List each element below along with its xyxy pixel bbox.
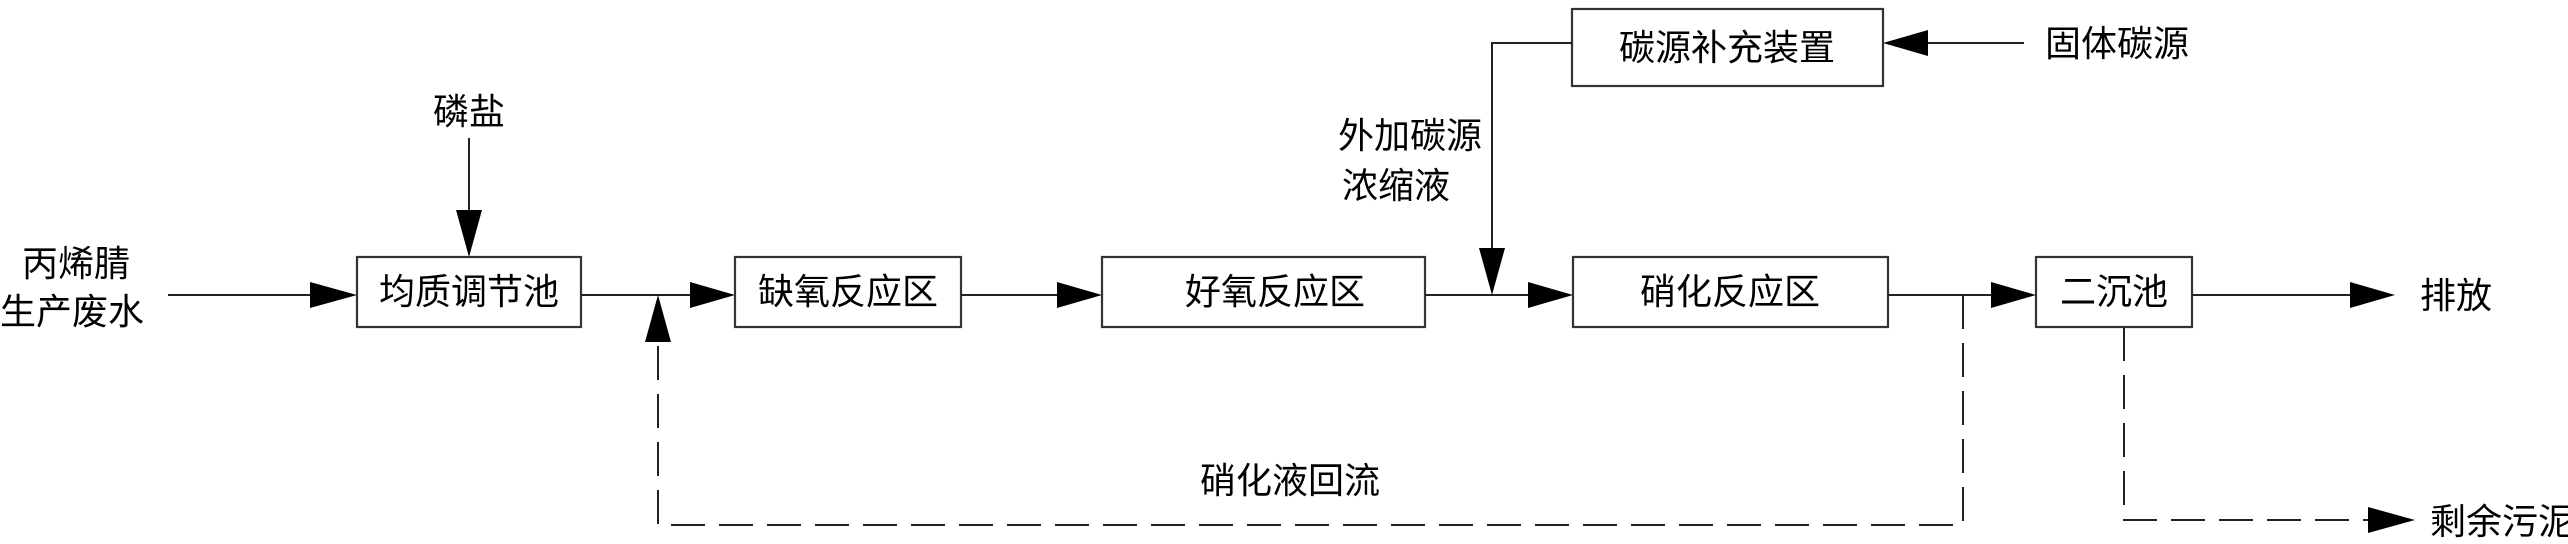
nitrification-zone-label: 硝化反应区 [1640,272,1820,313]
excess-sludge-line [2123,327,2415,533]
nitrification-zone-box: 硝化反应区 [1571,255,1890,329]
aerobic-zone-box: 好氧反应区 [1100,255,1427,329]
discharge-label: 排放 [2420,276,2492,317]
anoxic-zone-box: 缺氧反应区 [733,255,963,329]
carbon-supplement-device-box: 碳源补充装置 [1570,7,1885,88]
influent-label-line2: 生产废水 [0,292,144,333]
discharge-arrow [2192,282,2395,308]
influent-label-line1: 丙烯腈 [22,244,130,285]
phosphate-arrow [456,138,482,257]
solid-carbon-arrow [1883,30,2024,56]
external-carbon-arrow [1479,42,1572,295]
external-carbon-label-line2: 浓缩液 [1342,166,1450,207]
anoxic-to-aerobic-arrow [961,282,1102,308]
anoxic-zone-label: 缺氧反应区 [758,272,938,313]
equalization-to-anoxic-arrow [581,282,735,308]
secondary-clarifier-label: 二沉池 [2060,272,2168,313]
excess-sludge-label: 剩余污泥 [2430,502,2568,543]
secondary-clarifier-box: 二沉池 [2034,255,2194,329]
aerobic-to-nitrification-arrow [1425,282,1573,308]
aerobic-zone-label: 好氧反应区 [1185,272,1365,313]
phosphate-label: 磷盐 [433,92,505,133]
external-carbon-label-line1: 外加碳源 [1338,116,1482,157]
influent-arrow [168,282,357,308]
equalization-tank-box: 均质调节池 [355,255,583,329]
nitrified-reflux-label: 硝化液回流 [1200,461,1380,502]
carbon-supplement-device-label: 碳源补充装置 [1619,28,1835,69]
nitrification-to-clarifier-arrow [1888,282,2036,308]
nitrified-reflux-line [645,295,1964,526]
solid-carbon-label: 固体碳源 [2045,24,2189,65]
equalization-tank-label: 均质调节池 [379,272,559,313]
